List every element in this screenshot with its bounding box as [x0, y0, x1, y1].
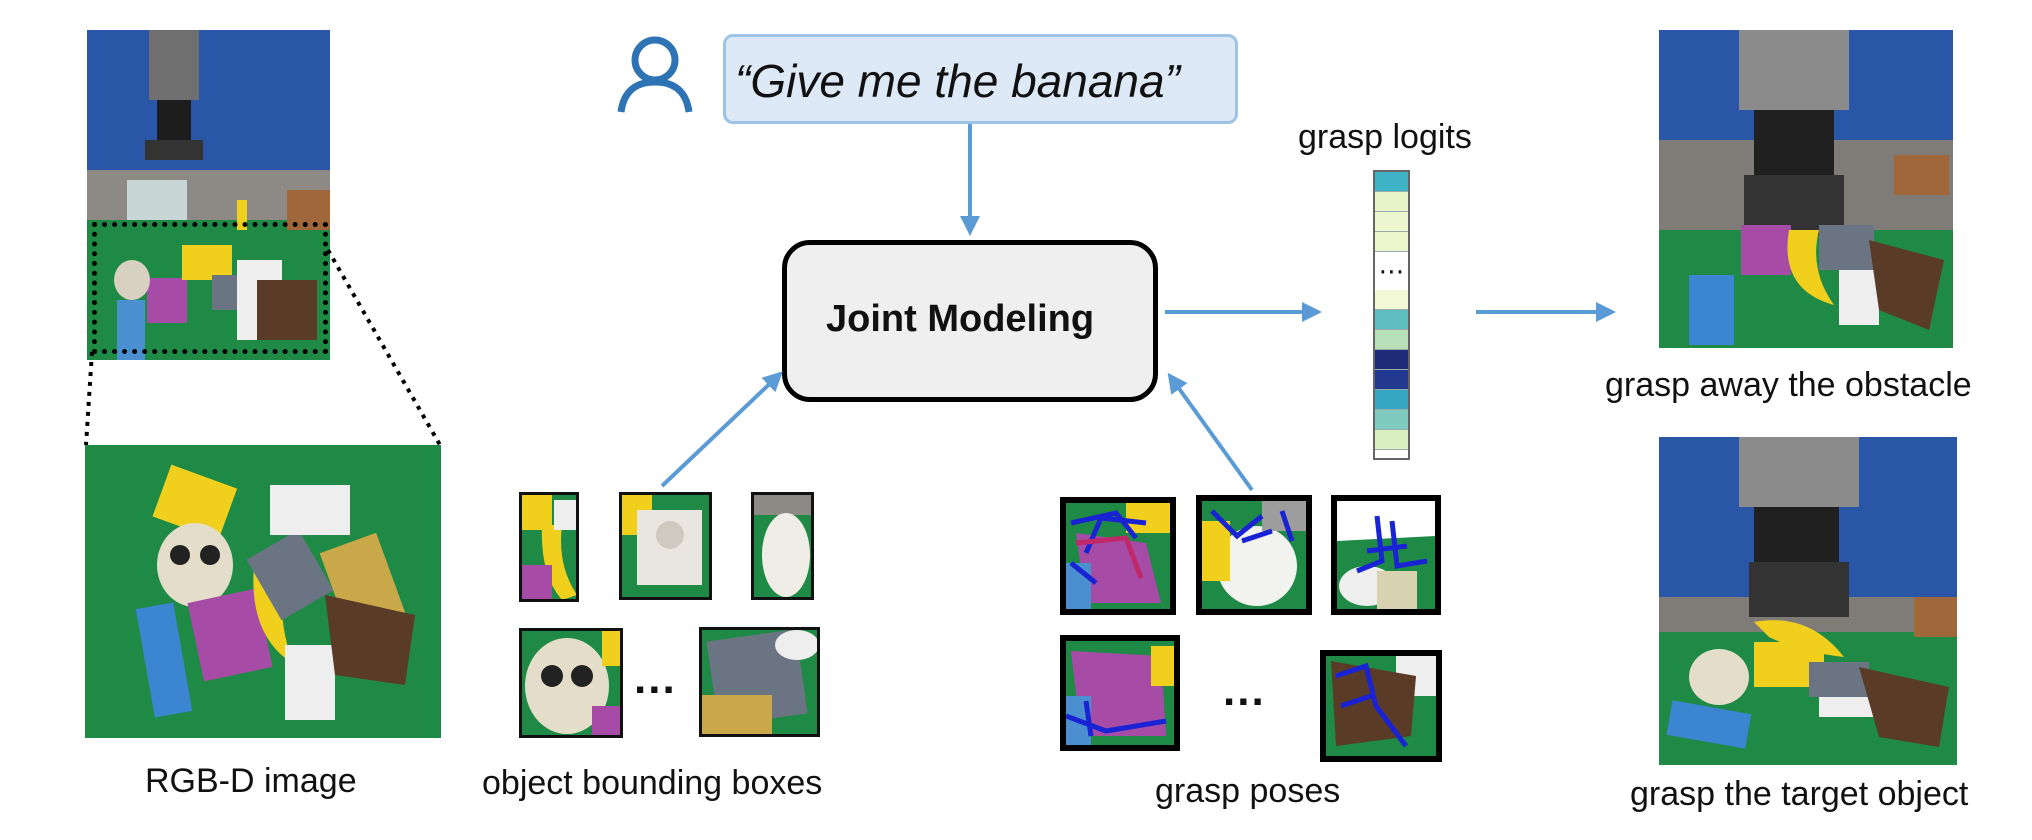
grasp-target-label: grasp the target object	[1630, 775, 1969, 813]
rgbd-image-label: RGB-D image	[145, 762, 357, 800]
grasp-pose-ellipsis: ...	[1223, 666, 1266, 715]
logit-cell	[1375, 370, 1408, 390]
result-photo-obstacle	[1659, 30, 1953, 348]
user-icon	[615, 34, 695, 114]
bbox-crop-3	[751, 492, 814, 600]
logit-cell	[1375, 310, 1408, 330]
bbox-label: object bounding boxes	[482, 764, 823, 802]
logit-cell	[1375, 330, 1408, 350]
grasp-poses-label: grasp poses	[1155, 772, 1341, 810]
logit-cell	[1375, 212, 1408, 232]
result-photo-target	[1659, 437, 1957, 765]
logit-cell	[1375, 290, 1408, 310]
grasp-pose-crop-5	[1320, 650, 1442, 762]
instruction-bubble	[723, 34, 1238, 124]
bbox-crop-2	[619, 492, 712, 600]
grasp-pose-crop-1	[1060, 497, 1176, 615]
grasp-pose-crop-2	[1196, 495, 1312, 615]
logit-cell	[1375, 410, 1408, 430]
grasp-pose-crop-4	[1060, 635, 1180, 751]
logits-bottom-cells	[1375, 290, 1408, 450]
bbox-crop-5	[699, 627, 820, 737]
grasp-logits-bar: ⋯	[1373, 170, 1410, 460]
logit-cell	[1375, 232, 1408, 252]
joint-modeling-label: Joint Modeling	[826, 298, 1095, 340]
logits-ellipsis: ⋯	[1378, 256, 1405, 286]
bbox-ellipsis: ...	[634, 654, 677, 703]
grasp-pose-crop-3	[1331, 495, 1441, 615]
bbox-crop-4	[519, 628, 623, 738]
logit-cell	[1375, 430, 1408, 450]
arrow-bbox-to-model	[660, 371, 783, 488]
rgbd-zoom-photo	[85, 445, 441, 738]
instruction-text: “Give me the banana”	[735, 55, 1180, 107]
arrow-grasp-to-model	[1167, 372, 1254, 492]
logit-cell	[1375, 390, 1408, 410]
grasp-logits-label: grasp logits	[1298, 118, 1472, 156]
logit-cell	[1375, 172, 1408, 192]
joint-modeling-box	[782, 240, 1158, 402]
grasp-away-label: grasp away the obstacle	[1605, 366, 1972, 404]
logit-cell	[1375, 350, 1408, 370]
logit-cell	[1375, 192, 1408, 212]
logits-top-cells	[1375, 172, 1408, 252]
crop-region-box	[92, 222, 328, 354]
bbox-crop-1	[519, 492, 579, 602]
